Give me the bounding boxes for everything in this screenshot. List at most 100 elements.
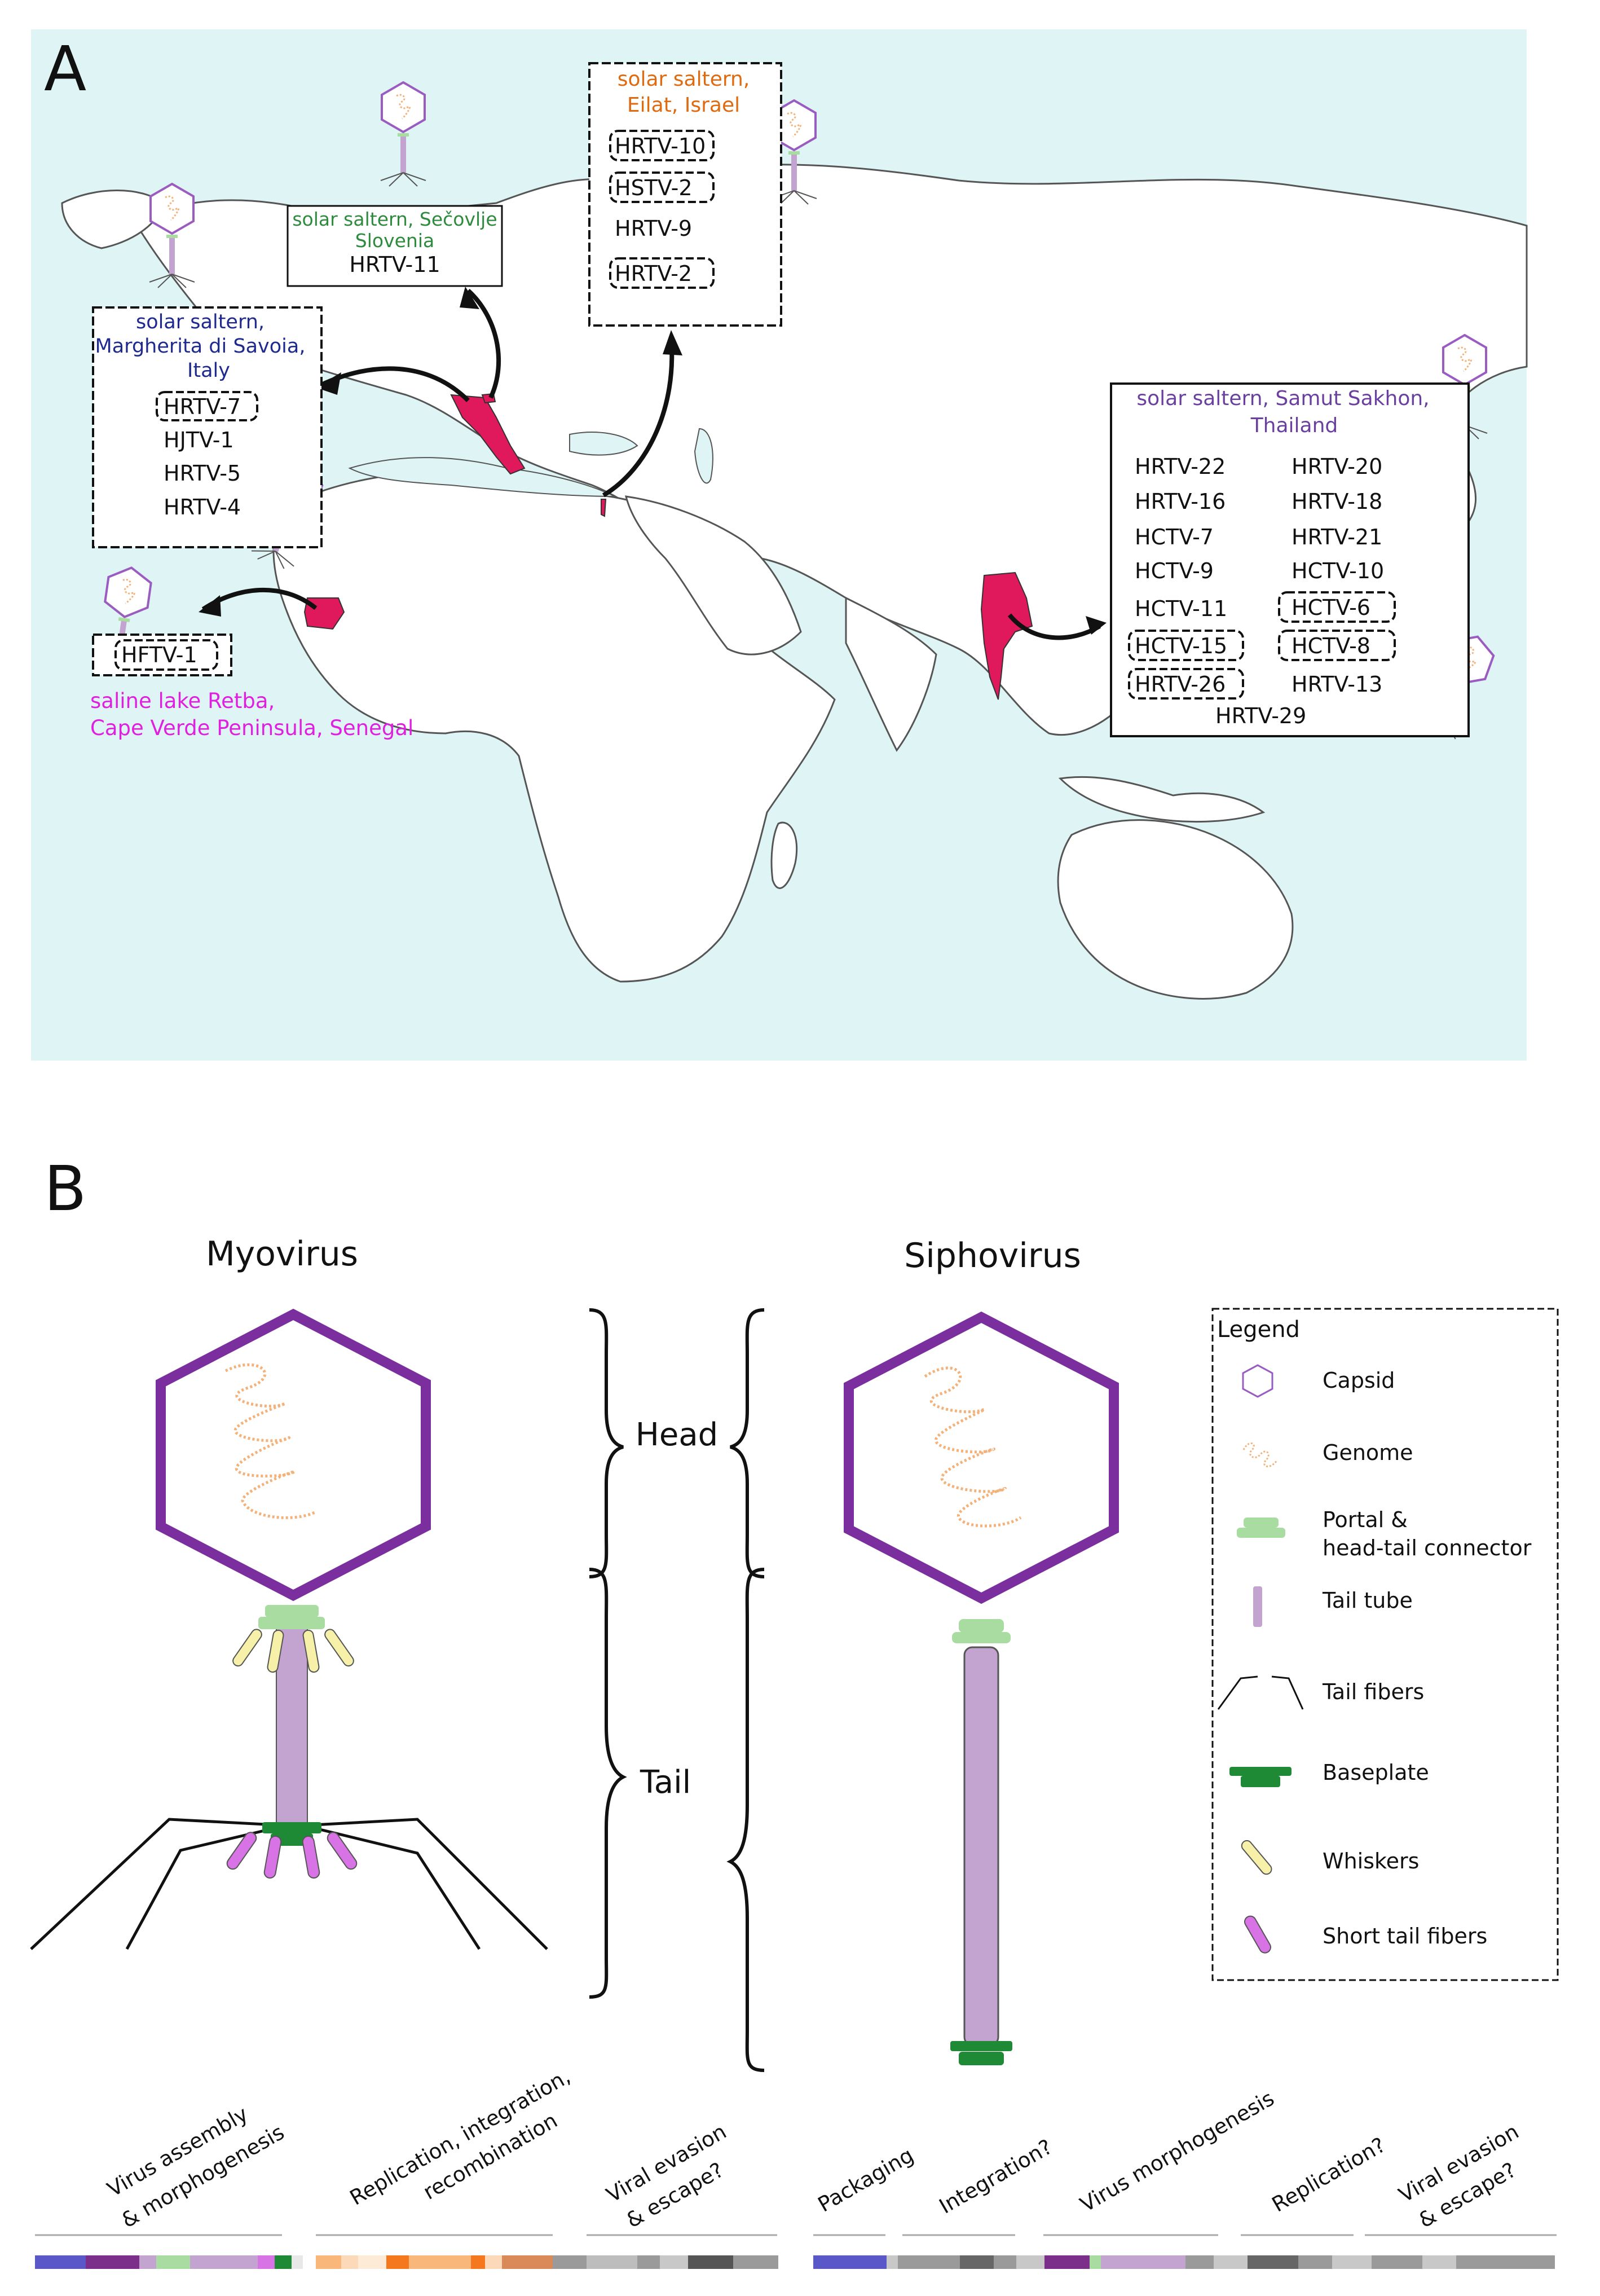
italy-highlight bbox=[450, 394, 526, 475]
head-label: Head bbox=[636, 1417, 718, 1453]
legend-title: Legend bbox=[1217, 1317, 1300, 1343]
legend-label: Portal & bbox=[1323, 1507, 1408, 1532]
short-tail-fibers-icon bbox=[1244, 1915, 1271, 1954]
capsid-icon bbox=[1242, 1364, 1273, 1398]
myovirus-title: Myovirus bbox=[206, 1234, 358, 1274]
gene-label: Replication? bbox=[1268, 2132, 1390, 2216]
short-tail-fibers bbox=[226, 1832, 358, 1879]
gene-label: Packaging bbox=[814, 2143, 918, 2217]
mediterranean-sea bbox=[348, 457, 615, 497]
tail-tube bbox=[276, 1624, 308, 1828]
siphovirus-diagram bbox=[844, 1311, 1119, 2065]
virus-label: HCTV-6 bbox=[1292, 595, 1370, 620]
brace-head-right bbox=[730, 1308, 765, 1578]
italy-line2: Margherita di Savoia, bbox=[95, 335, 306, 358]
indonesia-land bbox=[1058, 776, 1266, 823]
virus-dashed-box bbox=[1128, 668, 1244, 700]
thailand-site: solar saltern, Samut Sakhon, bbox=[1136, 387, 1429, 410]
madagascar-land bbox=[770, 821, 798, 889]
panel-a-letter: A bbox=[44, 33, 86, 105]
virus-dashed-box bbox=[609, 130, 715, 161]
siphovirus-genome-bar bbox=[813, 2255, 1555, 2269]
senegal-country: Cape Verde Peninsula, Senegal bbox=[90, 716, 413, 740]
tail-fibers bbox=[30, 1818, 548, 1950]
thailand-country: Thailand bbox=[1250, 414, 1338, 437]
baseplate bbox=[950, 2041, 1012, 2051]
baseplate bbox=[959, 2052, 1004, 2065]
tail-tube bbox=[963, 1646, 999, 2046]
legend-box bbox=[1211, 1308, 1559, 1981]
braces bbox=[589, 1308, 765, 2072]
slovenia-country: Slovenia bbox=[355, 230, 434, 252]
legend-label: Tail tube bbox=[1322, 1588, 1413, 1613]
genome bbox=[924, 1366, 1022, 1528]
brace-tail-left bbox=[589, 1568, 627, 1999]
virus-label: HRTV-26 bbox=[1135, 672, 1226, 697]
caspian-sea bbox=[694, 428, 713, 484]
virus-label: HRTV-21 bbox=[1292, 525, 1382, 549]
virus-label: HRTV-20 bbox=[1292, 454, 1382, 479]
virus-label: HCTV-10 bbox=[1292, 558, 1384, 583]
israel-highlight bbox=[601, 499, 607, 517]
tail-fibers-icon bbox=[1217, 1675, 1304, 1710]
tail-tube-icon bbox=[1253, 1586, 1262, 1627]
virus-label: HCTV-8 bbox=[1292, 634, 1370, 658]
capsid bbox=[844, 1311, 1119, 1604]
italy-box: solar saltern, Margherita di Savoia, Ita… bbox=[92, 306, 323, 548]
legend-label: Baseplate bbox=[1323, 1760, 1429, 1785]
arrow-thailand bbox=[1007, 613, 1101, 640]
black-sea bbox=[569, 432, 638, 456]
genome-icon bbox=[1242, 1442, 1279, 1467]
portal bbox=[952, 1632, 1011, 1643]
brace-tail-right bbox=[726, 1568, 765, 2072]
highlighted-countries bbox=[303, 393, 1033, 700]
siphovirus-title: Siphovirus bbox=[904, 1236, 1081, 1275]
virus-dashed-box bbox=[1128, 630, 1244, 661]
myovirus-diagram bbox=[30, 1308, 548, 1950]
legend-label: Whiskers bbox=[1323, 1849, 1419, 1873]
virus-label: HCTV-7 bbox=[1135, 525, 1214, 549]
virus-dashed-box bbox=[1278, 630, 1396, 661]
myovirus-gene-labels: Virus assembly & morphogenesis Replicati… bbox=[103, 2064, 730, 2233]
virus-label: HCTV-11 bbox=[1135, 596, 1227, 621]
legend-label: Short tail fibers bbox=[1323, 1924, 1487, 1948]
baseplate-icon bbox=[1241, 1776, 1280, 1787]
legend-label: Genome bbox=[1323, 1440, 1413, 1465]
virus-label: HRTV-16 bbox=[1135, 489, 1226, 514]
arabia-land bbox=[625, 495, 802, 656]
italy-country: Italy bbox=[187, 359, 230, 382]
senegal-site: saline lake Retba, bbox=[90, 689, 275, 713]
virus-label: HRTV-22 bbox=[1135, 454, 1226, 479]
israel-box: solar saltern, Eilat, Israel HRTV-10 HST… bbox=[588, 62, 782, 327]
thailand-highlight bbox=[980, 571, 1033, 700]
virus-label: HFTV-1 bbox=[121, 643, 197, 667]
legend-label: Capsid bbox=[1323, 1368, 1395, 1393]
capsid bbox=[156, 1308, 431, 1602]
virus-label: HRTV-10 bbox=[615, 134, 706, 159]
virus-label: HRTV-5 bbox=[164, 461, 241, 486]
thailand-box: solar saltern, Samut Sakhon, Thailand HR… bbox=[1110, 382, 1470, 737]
arrow-slovenia bbox=[466, 289, 501, 399]
portal-icon bbox=[1244, 1518, 1279, 1528]
virus-dashed-box bbox=[156, 391, 258, 421]
israel-site: solar saltern, bbox=[618, 68, 750, 91]
virus-dashed-box bbox=[609, 257, 715, 289]
australia-land bbox=[1057, 819, 1294, 1000]
india-land bbox=[845, 596, 937, 752]
portal bbox=[265, 1605, 319, 1617]
virus-dashed-box bbox=[114, 639, 218, 671]
legend-label: Tail fibers bbox=[1322, 1679, 1424, 1704]
virus-label: HRTV-9 bbox=[615, 216, 692, 241]
virus-dashed-box bbox=[1278, 591, 1396, 623]
virus-label: HRTV-29 bbox=[1215, 703, 1306, 728]
whiskers bbox=[232, 1629, 354, 1673]
tail-label: Tail bbox=[640, 1764, 691, 1801]
arrow-italy bbox=[320, 366, 470, 402]
baseplate bbox=[262, 1822, 321, 1833]
virus-label: HCTV-9 bbox=[1135, 558, 1214, 583]
senegal-box: HFTV-1 saline lake Retba, Cape Verde Pen… bbox=[90, 634, 413, 740]
portal bbox=[258, 1617, 325, 1629]
arrow-israel bbox=[602, 338, 675, 498]
legend-label: head-tail connector bbox=[1323, 1536, 1532, 1560]
gene-label: Integration? bbox=[935, 2135, 1056, 2219]
